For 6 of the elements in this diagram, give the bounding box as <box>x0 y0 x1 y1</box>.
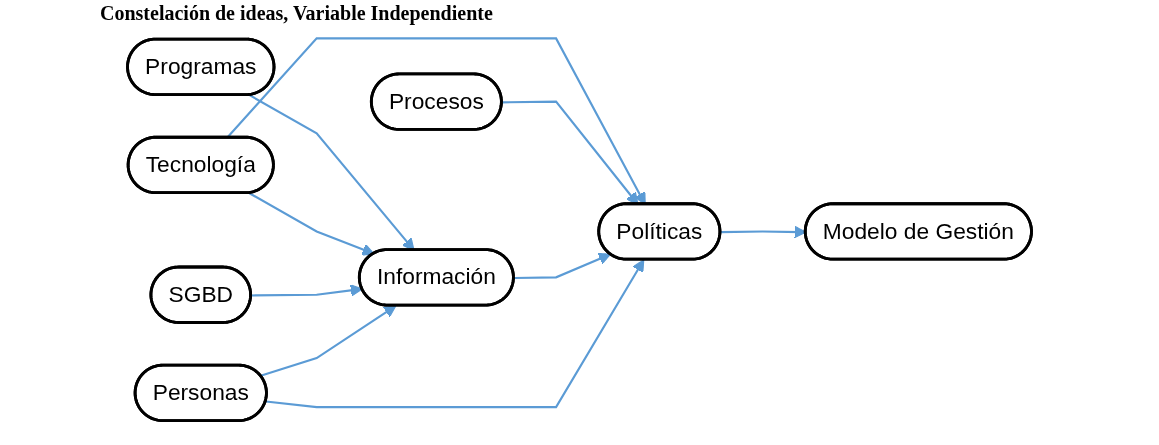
arrow <box>260 305 397 377</box>
arrow <box>514 252 611 280</box>
diagram-title: Constelación de ideas, Variable Independiente <box>99 1 494 27</box>
arrow <box>251 284 363 297</box>
arrow <box>265 259 645 409</box>
arrow <box>248 192 375 256</box>
